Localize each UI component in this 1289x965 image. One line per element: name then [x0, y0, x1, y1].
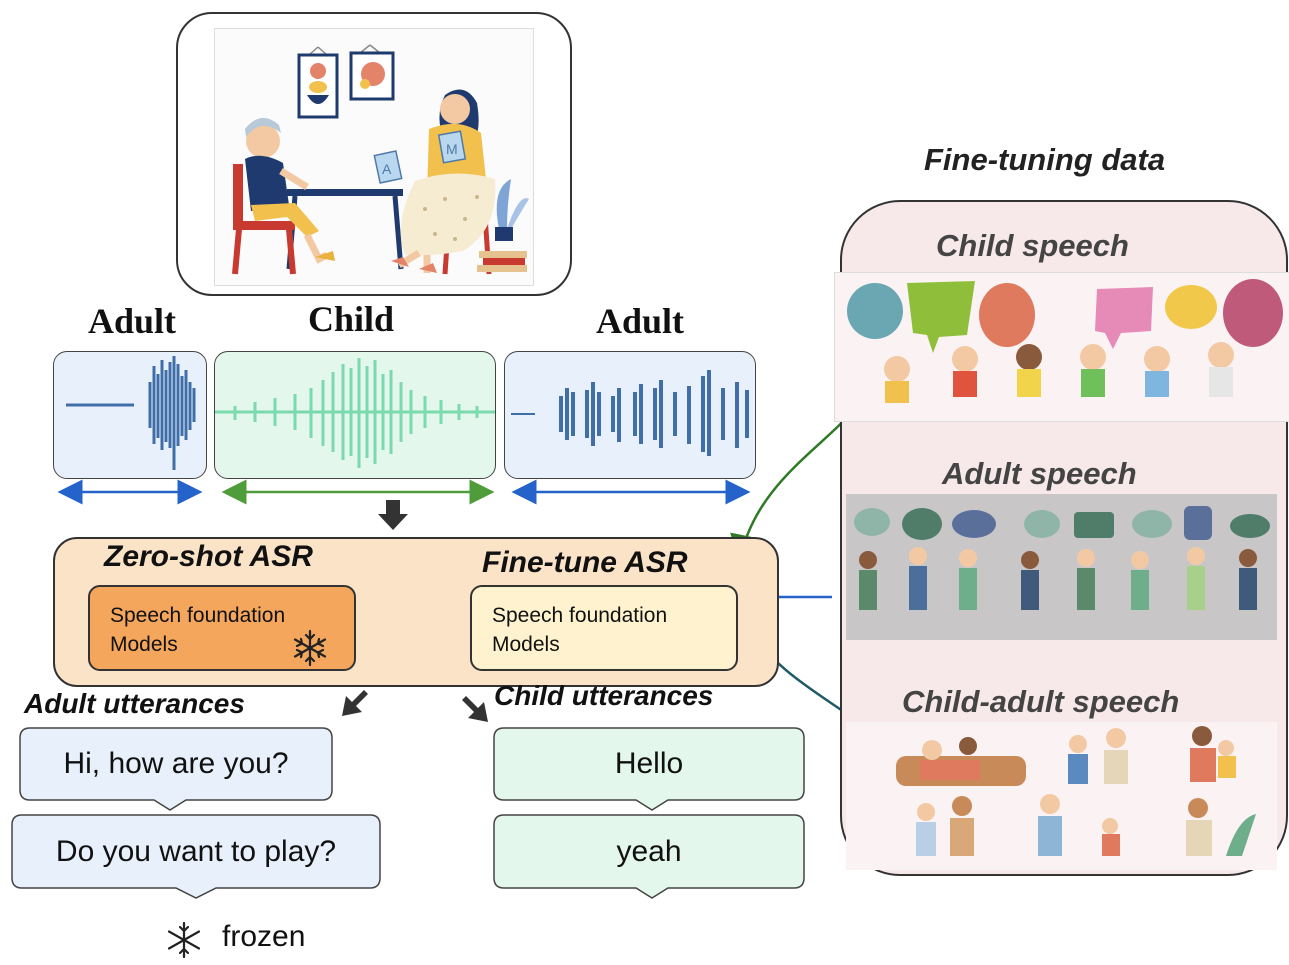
- adult-bubble-2-shape: [11, 814, 381, 899]
- fine-tune-model-label-line1: Speech foundation: [492, 604, 668, 627]
- arrow-to-adult-utterances-icon: [342, 690, 368, 716]
- svg-text:A: A: [382, 161, 392, 177]
- child-utterance-1: Hello: [614, 747, 684, 780]
- legend-frozen-label: frozen: [222, 920, 306, 953]
- child-speech-drawing: [847, 279, 1283, 403]
- child-bubble-1-shape: [493, 727, 805, 811]
- adult-bubble-1-shape: [19, 727, 333, 811]
- snowflake-icon: [290, 628, 330, 668]
- child-utterances-title: Child utterances: [494, 680, 714, 711]
- adult-waveform-left: [53, 351, 207, 479]
- wave-label-adult-left: Adult: [88, 301, 177, 341]
- adult-speech-illustration: [846, 494, 1277, 640]
- child-adult-speech-title: Child-adult speech: [902, 684, 1180, 719]
- child-bubble-2-shape: [493, 814, 805, 899]
- adult-utterance-2: Do you want to play?: [55, 834, 337, 868]
- legend-snowflake-icon: [164, 920, 204, 960]
- child-adult-speech-illustration: [846, 722, 1277, 870]
- adult-waveform-right: [504, 351, 756, 479]
- child-waveform: [214, 351, 496, 479]
- adult-waveform-left-plot: [66, 356, 196, 470]
- arrow-to-child-utterances-icon: [462, 696, 488, 722]
- adult-speech-drawing: [854, 506, 1270, 610]
- child-utterance-2: yeah: [616, 834, 682, 868]
- child-adult-speech-drawing: [896, 726, 1256, 856]
- zero-shot-asr-title: Zero-shot ASR: [104, 540, 313, 573]
- fine-tune-asr-title: Fine-tune ASR: [482, 546, 688, 579]
- fine-tune-model-label-line2: Models: [492, 633, 560, 656]
- adult-speech-title: Adult speech: [942, 456, 1137, 491]
- adult-waveform-right-plot: [511, 370, 749, 456]
- fine-tune-foundation-model: Speech foundation Models: [470, 585, 738, 671]
- child-speech-title: Child speech: [936, 228, 1129, 263]
- adult-utterance-1: Hi, how are you?: [63, 747, 289, 780]
- wave-label-adult-right: Adult: [596, 301, 685, 341]
- zero-shot-model-label-line1: Speech foundation: [110, 604, 286, 627]
- adult-utterances-title: Adult utterances: [24, 688, 245, 719]
- wave-label-child: Child: [308, 299, 395, 339]
- zero-shot-model-label-line2: Models: [110, 633, 178, 656]
- fine-tuning-data-title: Fine-tuning data: [924, 142, 1166, 177]
- svg-text:M: M: [446, 141, 458, 157]
- adult-child-scene-illustration: A M: [214, 28, 534, 286]
- child-waveform-plot: [215, 358, 495, 468]
- scene-drawing: A M: [232, 44, 529, 275]
- zero-shot-foundation-model: Speech foundation Models: [88, 585, 356, 671]
- down-arrow-icon: [378, 500, 408, 530]
- child-speech-illustration: [834, 272, 1289, 422]
